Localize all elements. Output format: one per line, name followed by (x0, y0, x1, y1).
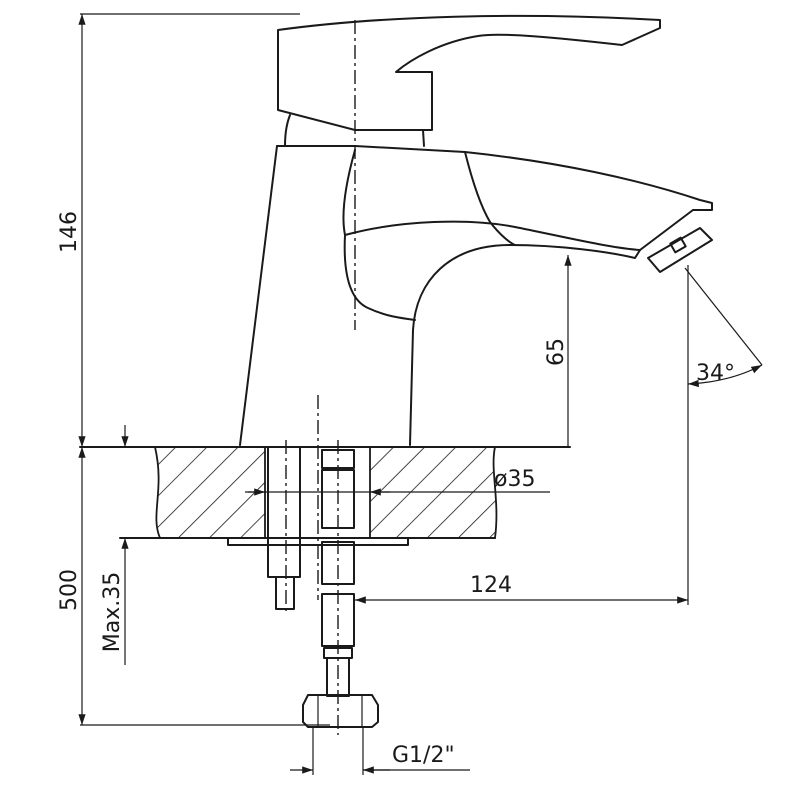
thread-label: G1/2" (392, 743, 455, 768)
spout-angle-label: 34° (696, 361, 735, 386)
lever-handle (277, 14, 661, 147)
hole-diameter-label: ø35 (494, 467, 535, 492)
max-thickness-label: Max.35 (100, 572, 125, 652)
faucet-body (239, 145, 713, 446)
dimension-lines (78, 13, 763, 775)
hose-length-label: 500 (57, 569, 82, 611)
spout-height-label: 65 (544, 338, 569, 366)
total-height-label: 146 (57, 211, 82, 253)
spout-reach-label: 124 (470, 573, 512, 598)
flexible-hose (302, 395, 379, 735)
aerator (647, 227, 713, 273)
mounting-bolt (267, 440, 301, 612)
counter-section (79, 446, 571, 546)
